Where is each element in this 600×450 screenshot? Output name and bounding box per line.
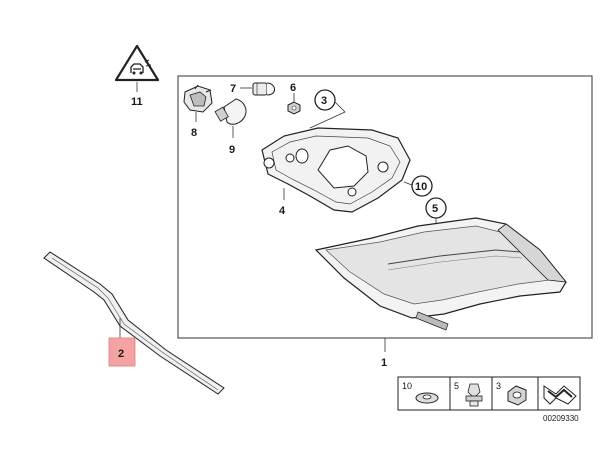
washer-icon [415,392,439,404]
assembly-frame [177,75,593,339]
callout-6: 6 [290,82,296,94]
document-id: 00209330 [543,414,579,423]
legend-label-3: 3 [496,381,501,391]
legend-label-5: 5 [454,381,459,391]
seal-strip-icon [43,251,225,395]
callout-3-circle: 3 [314,89,336,111]
gasket-icon [261,127,411,213]
bulb-holder-icon [183,84,213,113]
warning-triangle-icon [114,44,160,82]
callout-2: 2 [118,348,124,360]
callout-9: 9 [229,144,235,156]
clip-icon [465,383,483,407]
callout-10: 10 [415,181,427,193]
callout-5-circle: 5 [425,197,447,219]
bulb-icon [214,98,247,125]
legend-strip: 10 5 3 [397,376,581,411]
callout-10-circle: 10 [411,175,433,197]
callout-11: 11 [131,96,143,108]
callout-4: 4 [279,205,286,217]
callout-3: 3 [321,95,327,107]
callout-7: 7 [230,83,236,95]
nut-icon [287,101,301,115]
highlight-box [108,337,136,367]
legend-label-10: 10 [402,381,412,391]
hex-nut-icon [507,385,527,406]
callout-1: 1 [381,357,387,369]
callout-8: 8 [191,127,197,139]
strip-icon [543,385,577,405]
small-bulb-icon [252,82,275,96]
tail-light-icon [314,217,567,331]
callout-5: 5 [432,203,438,215]
